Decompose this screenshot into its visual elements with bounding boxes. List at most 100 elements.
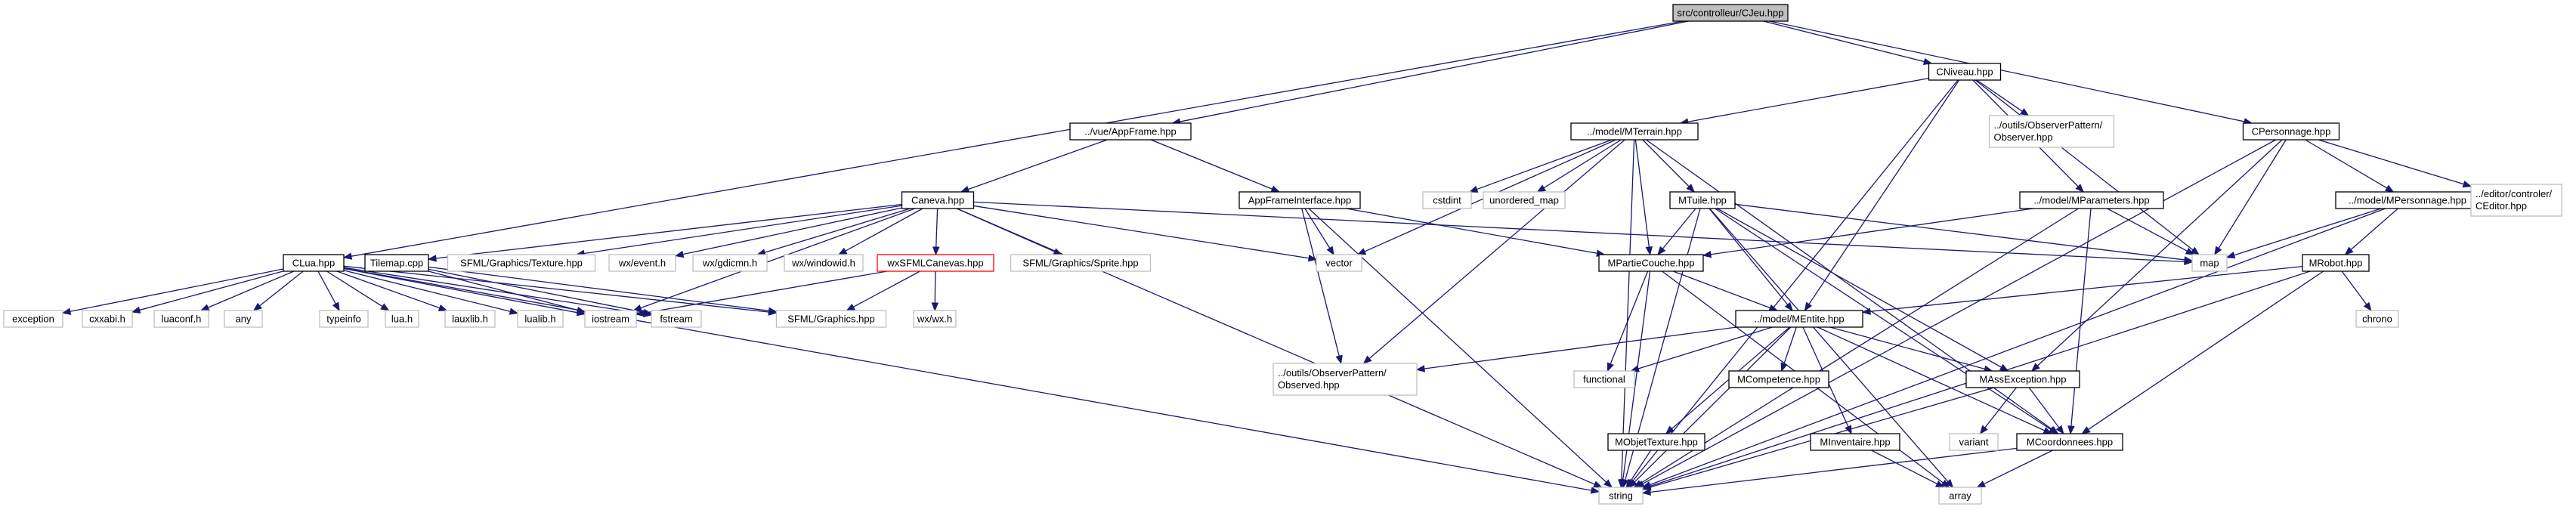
node-exception: exception bbox=[3, 310, 63, 328]
edge-cniveau-to-string bbox=[1627, 79, 1959, 489]
edge-cjeu-to-clua bbox=[342, 20, 1684, 260]
edge-arrowhead bbox=[1768, 304, 1779, 311]
edge-arrowhead bbox=[674, 250, 685, 258]
node-tilemap[interactable]: Tilemap.cpp bbox=[364, 254, 429, 272]
edge-caneva-to-tilemap bbox=[427, 203, 902, 262]
edge-mentite-to-functional bbox=[1630, 326, 1773, 372]
edge-mterrain-to-observed bbox=[1362, 139, 1625, 364]
node-iostream: iostream bbox=[584, 310, 637, 328]
node-label: wx/event.h bbox=[618, 258, 666, 269]
edge-line bbox=[2088, 270, 2324, 430]
edge-cpersonnage-to-massexception bbox=[2030, 139, 2283, 372]
node-wxsfmlcanevas[interactable]: wxSFMLCanevas.hpp bbox=[877, 254, 994, 272]
edge-line bbox=[1710, 208, 2033, 255]
node-mentite[interactable]: ../model/MEntite.hpp bbox=[1735, 310, 1863, 328]
node-label: CPersonnage.hpp bbox=[2252, 126, 2331, 138]
node-label: chrono bbox=[2362, 314, 2392, 325]
edge-line bbox=[764, 208, 911, 253]
node-label: MCompetence.hpp bbox=[1737, 374, 1820, 385]
edge-line bbox=[583, 205, 902, 255]
node-mpersonnage[interactable]: ../model/MPersonnage.hpp bbox=[2335, 191, 2480, 209]
node-mcoordonnees[interactable]: MCoordonnees.hpp bbox=[2016, 433, 2123, 451]
edge-line bbox=[1709, 208, 1949, 482]
node-mparameters[interactable]: ../model/MParameters.hpp bbox=[2019, 191, 2164, 209]
node-mterrain[interactable]: ../model/MTerrain.hpp bbox=[1570, 122, 1699, 141]
edge-line bbox=[2107, 208, 2188, 252]
node-box bbox=[1949, 433, 1999, 451]
node-map: map bbox=[2191, 254, 2228, 272]
node-box bbox=[1069, 122, 1192, 141]
node-mtuile[interactable]: MTuile.hpp bbox=[1669, 191, 1736, 209]
edge-clua-to-sfmlgraphics bbox=[343, 265, 778, 316]
edge-arrowhead bbox=[2363, 301, 2372, 312]
node-cniveau[interactable]: CNiveau.hpp bbox=[1928, 63, 2002, 81]
node-label: vector bbox=[1325, 258, 1353, 269]
node-label: variant bbox=[1959, 437, 1988, 448]
edge-cjeu-to-cniveau bbox=[1763, 20, 1933, 66]
node-label: Caneva.hpp bbox=[911, 195, 964, 206]
edge-arrowhead bbox=[2190, 246, 2200, 255]
edge-arrowhead bbox=[1619, 478, 1627, 489]
edge-appframe-to-appframeinterface bbox=[1150, 139, 1281, 193]
node-box bbox=[2242, 122, 2340, 141]
edge-mrobot-to-chrono bbox=[2341, 270, 2372, 312]
node-mcompetence[interactable]: MCompetence.hpp bbox=[1728, 370, 1829, 388]
node-mobjettexture[interactable]: MObjetTexture.hpp bbox=[1607, 433, 1705, 451]
edge-line bbox=[435, 203, 902, 259]
edge-cniveau-to-observer bbox=[1976, 79, 2030, 116]
edge-line bbox=[343, 265, 769, 313]
edge-line bbox=[845, 208, 923, 252]
node-mrobot[interactable]: MRobot.hpp bbox=[2302, 254, 2370, 272]
node-label: SFML/Graphics/Sprite.hpp bbox=[1022, 258, 1138, 269]
node-label: CNiveau.hpp bbox=[1936, 66, 1993, 78]
edge-cjeu-to-cpersonnage bbox=[1769, 20, 2253, 125]
edge-cpersonnage-to-ceditor bbox=[2318, 139, 2472, 188]
edge-mentite-to-mcompetence bbox=[1780, 326, 1797, 372]
edge-arrowhead bbox=[2384, 184, 2395, 193]
edge-line bbox=[1687, 77, 1929, 122]
node-label: cxxabi.h bbox=[89, 314, 125, 325]
node-mpartiecouche[interactable]: MPartieCouche.hpp bbox=[1598, 254, 1704, 272]
edge-arrowhead bbox=[1326, 246, 1334, 256]
edge-mtuile-to-mpartiecouche bbox=[1657, 208, 1696, 256]
node-box bbox=[1988, 115, 2115, 148]
edge-cjeu-to-appframe bbox=[1171, 20, 1689, 125]
node-label: string bbox=[1609, 490, 1633, 502]
node-box bbox=[517, 310, 564, 328]
node-label: ../editor/controler/CEditor.hpp bbox=[2475, 188, 2553, 212]
node-box bbox=[1728, 370, 1829, 388]
node-appframeinterface[interactable]: AppFrameInterface.hpp bbox=[1239, 191, 1361, 209]
edge-line bbox=[973, 201, 2185, 263]
edge-arrowhead bbox=[2185, 247, 2195, 255]
node-minventaire[interactable]: MInventaire.hpp bbox=[1810, 433, 1900, 451]
node-massexception[interactable]: MAssException.hpp bbox=[1965, 370, 2080, 388]
node-label: CLua.hpp bbox=[292, 258, 335, 269]
node-box bbox=[651, 310, 702, 328]
edge-line bbox=[1642, 139, 1690, 187]
edge-line bbox=[1346, 208, 1597, 254]
node-box bbox=[1669, 191, 1736, 209]
edge-wxsfmlcanevas-to-iostream bbox=[635, 270, 888, 317]
node-clua[interactable]: CLua.hpp bbox=[283, 254, 345, 272]
edge-cniveau-to-mentite bbox=[1804, 79, 1960, 312]
edge-wxsfmlcanevas-to-sfmlgraphics bbox=[846, 270, 920, 311]
edge-cniveau-to-map bbox=[1975, 79, 2200, 255]
node-cpersonnage[interactable]: CPersonnage.hpp bbox=[2242, 122, 2340, 141]
edge-line bbox=[343, 270, 511, 312]
node-label: ../outils/ObserverPattern/Observed.hpp bbox=[1278, 367, 1387, 391]
edge-line bbox=[336, 270, 441, 309]
edge-line bbox=[2028, 387, 2060, 428]
node-box bbox=[584, 310, 637, 328]
node-label: MRobot.hpp bbox=[2309, 258, 2363, 269]
edge-arrowhead bbox=[1861, 307, 1871, 315]
node-box bbox=[283, 254, 345, 272]
node-cjeu[interactable]: src/controlleur/CJeu.hpp bbox=[1672, 4, 1789, 22]
edge-line bbox=[1650, 208, 2386, 486]
edge-mpersonnage-to-string bbox=[1641, 208, 2386, 488]
node-appframe[interactable]: ../vue/AppFrame.hpp bbox=[1069, 122, 1192, 141]
node-caneva[interactable]: Caneva.hpp bbox=[901, 191, 975, 209]
edge-line bbox=[1984, 450, 2053, 485]
edge-line bbox=[1424, 326, 1737, 369]
node-label: exception bbox=[12, 314, 54, 325]
edge-line bbox=[343, 267, 645, 315]
